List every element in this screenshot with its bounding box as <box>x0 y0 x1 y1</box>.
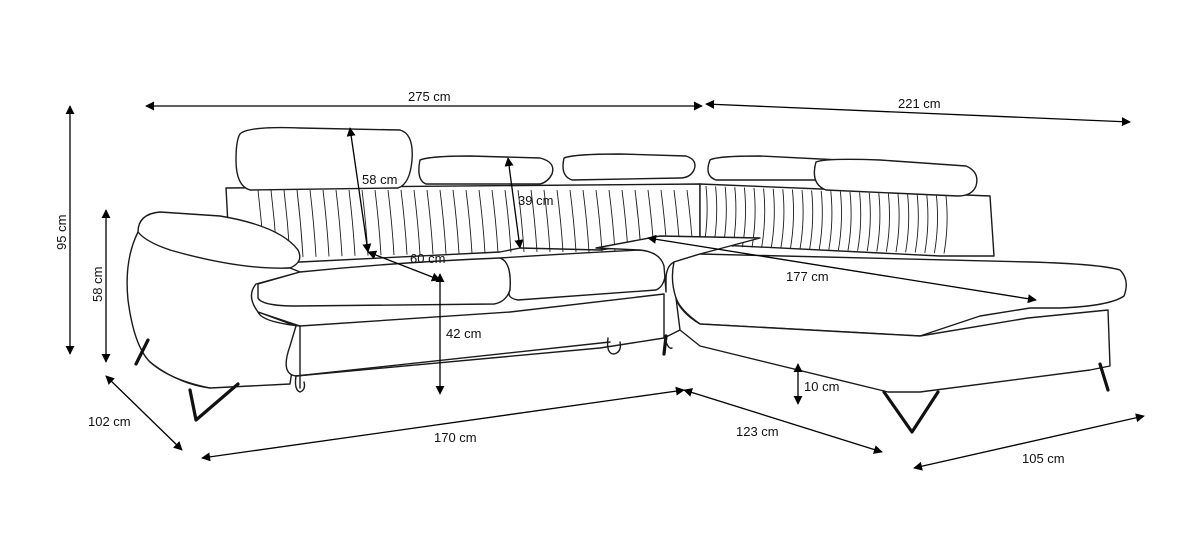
backrest-pleat <box>322 189 330 257</box>
wheel-mid <box>606 337 622 355</box>
front-base <box>257 293 665 377</box>
label-backrest-height: 39 cm <box>518 193 553 208</box>
dim-line-seat-depth <box>367 250 441 282</box>
leg-chaise-front <box>882 390 940 434</box>
label-sleeping-width: 170 cm <box>434 430 477 445</box>
backrest-pleat <box>543 189 551 253</box>
backrest-pleat <box>465 189 473 254</box>
dim-line-total-width <box>705 99 1131 127</box>
dim-line-chaise-width <box>913 413 1145 471</box>
label-seat-depth: 60 cm <box>410 251 445 266</box>
dim-line-sleeping-length <box>647 234 1037 304</box>
leg-corner <box>662 334 668 356</box>
label-chaise-width: 105 cm <box>1022 451 1065 466</box>
dim-line-depth <box>105 375 183 451</box>
headrest-2 <box>418 155 554 185</box>
label-leg-height: 10 cm <box>804 379 839 394</box>
dim-line-headrest-height <box>346 127 372 253</box>
backrest-pleat <box>582 189 590 253</box>
backrest-pleat <box>426 189 434 255</box>
label-total-width: 221 cm <box>898 96 941 111</box>
backrest-pleat <box>478 189 486 253</box>
leg-left-front <box>188 382 240 422</box>
backrest-pleat <box>569 189 577 253</box>
label-chaise-length: 123 cm <box>736 424 779 439</box>
label-depth: 102 cm <box>88 414 131 429</box>
dim-line-chaise-length <box>683 388 883 454</box>
backrest-pleat <box>413 189 421 255</box>
leg-chaise-right <box>1098 362 1110 392</box>
label-seat-height: 42 cm <box>446 326 481 341</box>
sofa-illustration <box>126 126 1127 434</box>
leg-left-back <box>134 338 150 366</box>
label-sleeping-length: 177 cm <box>786 269 829 284</box>
dimension-lines <box>65 99 1145 471</box>
label-headrest-height: 58 cm <box>362 172 397 187</box>
wheel-corner <box>663 335 673 349</box>
dim-line-sleeping-width <box>201 386 685 462</box>
dim-line-backrest-height <box>504 157 524 249</box>
backrest-pleat <box>556 189 564 253</box>
backrest-pleat <box>335 189 343 257</box>
backrest-pleat <box>296 189 304 258</box>
backrest-pleat <box>400 189 408 255</box>
chaise-base <box>675 297 1111 393</box>
label-total-length: 275 cm <box>408 89 451 104</box>
seat-cushion-2 <box>499 249 667 301</box>
label-total-height: 95 cm <box>54 215 69 250</box>
backrest-pleat <box>309 189 317 257</box>
backrest-pleat <box>387 189 395 256</box>
label-armrest-height: 58 cm <box>90 267 105 302</box>
headrest-5 <box>813 158 978 197</box>
backrest-pleat <box>530 189 538 253</box>
backrest-pleat <box>439 189 447 254</box>
backrest-pleat <box>491 189 499 253</box>
headrest-3 <box>562 153 696 181</box>
backrest-pleat <box>452 189 460 254</box>
dimension-labels: 275 cm 221 cm 95 cm 58 cm 102 cm 58 cm 3… <box>54 89 1065 466</box>
backrest-pleat <box>374 189 382 256</box>
